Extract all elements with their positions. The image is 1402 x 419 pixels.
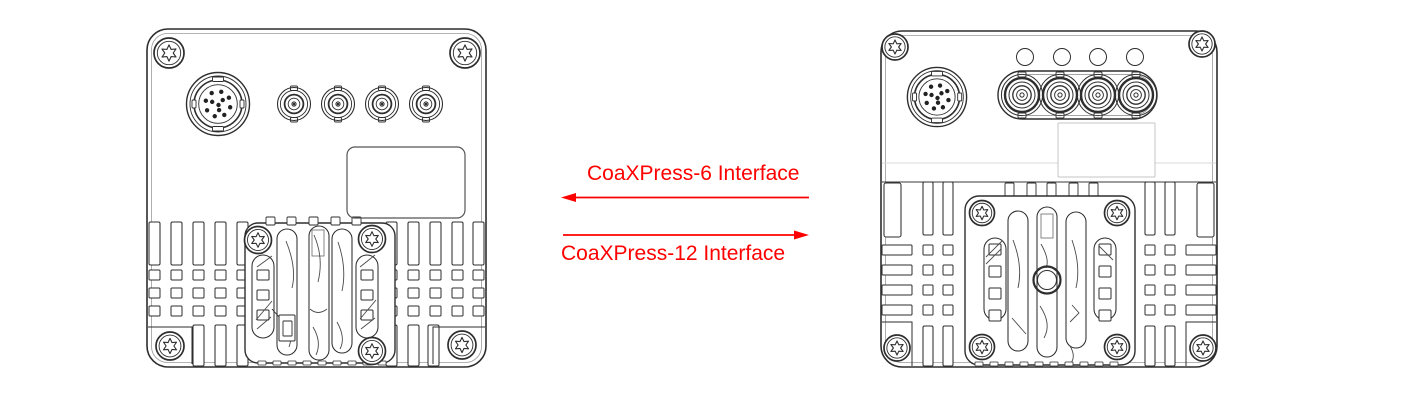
fan-bracket-detail [271,308,296,342]
power-connector-icon [185,71,251,137]
torx-screw-icon [447,330,477,360]
coax-port-icon [364,85,400,123]
torx-screw-icon [883,334,911,362]
status-led-row [1016,48,1144,66]
fan-hub [1032,265,1062,295]
corner-screw-box [882,321,1216,366]
fan-plate [243,216,396,366]
right-camera-rear-drawing [880,30,1218,368]
cxp6-arrow-head-left [561,193,576,202]
faint-panel-lines [882,122,1216,178]
coax-port-icon [276,85,312,123]
camera-body-outline [146,28,487,368]
coax-port-icon [1114,71,1158,119]
torx-screw-icon [1188,30,1216,58]
fan-plate [964,195,1136,367]
corner-screws [881,30,1217,362]
torx-screw-icon [968,199,996,227]
cxp6-interface-label: CoaXPress-6 Interface [587,162,800,185]
corner-screws [153,37,481,361]
torx-screw-icon [881,33,909,61]
cxp12-interface-label: CoaXPress-12 Interface [561,242,786,265]
coax-port-row [276,85,444,123]
label-plate [346,146,466,219]
torx-screw-icon [1189,334,1217,362]
left-camera-rear-drawing [146,28,487,368]
coax-port-icon [1038,71,1082,119]
coax-port-icon [320,85,356,123]
coax-port-icon [408,85,444,123]
torx-screw-icon [243,225,273,255]
torx-screw-icon [449,37,481,69]
torx-screw-icon [1103,199,1131,227]
torx-screw-icon [153,37,185,69]
torx-screw-icon [357,224,387,254]
torx-screw-icon [968,333,996,361]
heatsink-vents [881,181,1217,367]
torx-screw-icon [155,331,185,361]
torx-screw-icon [357,336,387,366]
power-connector-icon [906,66,968,128]
cxp12-arrow-head-right [794,230,809,240]
coax-port-row [1000,71,1158,119]
torx-screw-icon [1103,333,1131,361]
corner-screw-box [148,326,485,364]
